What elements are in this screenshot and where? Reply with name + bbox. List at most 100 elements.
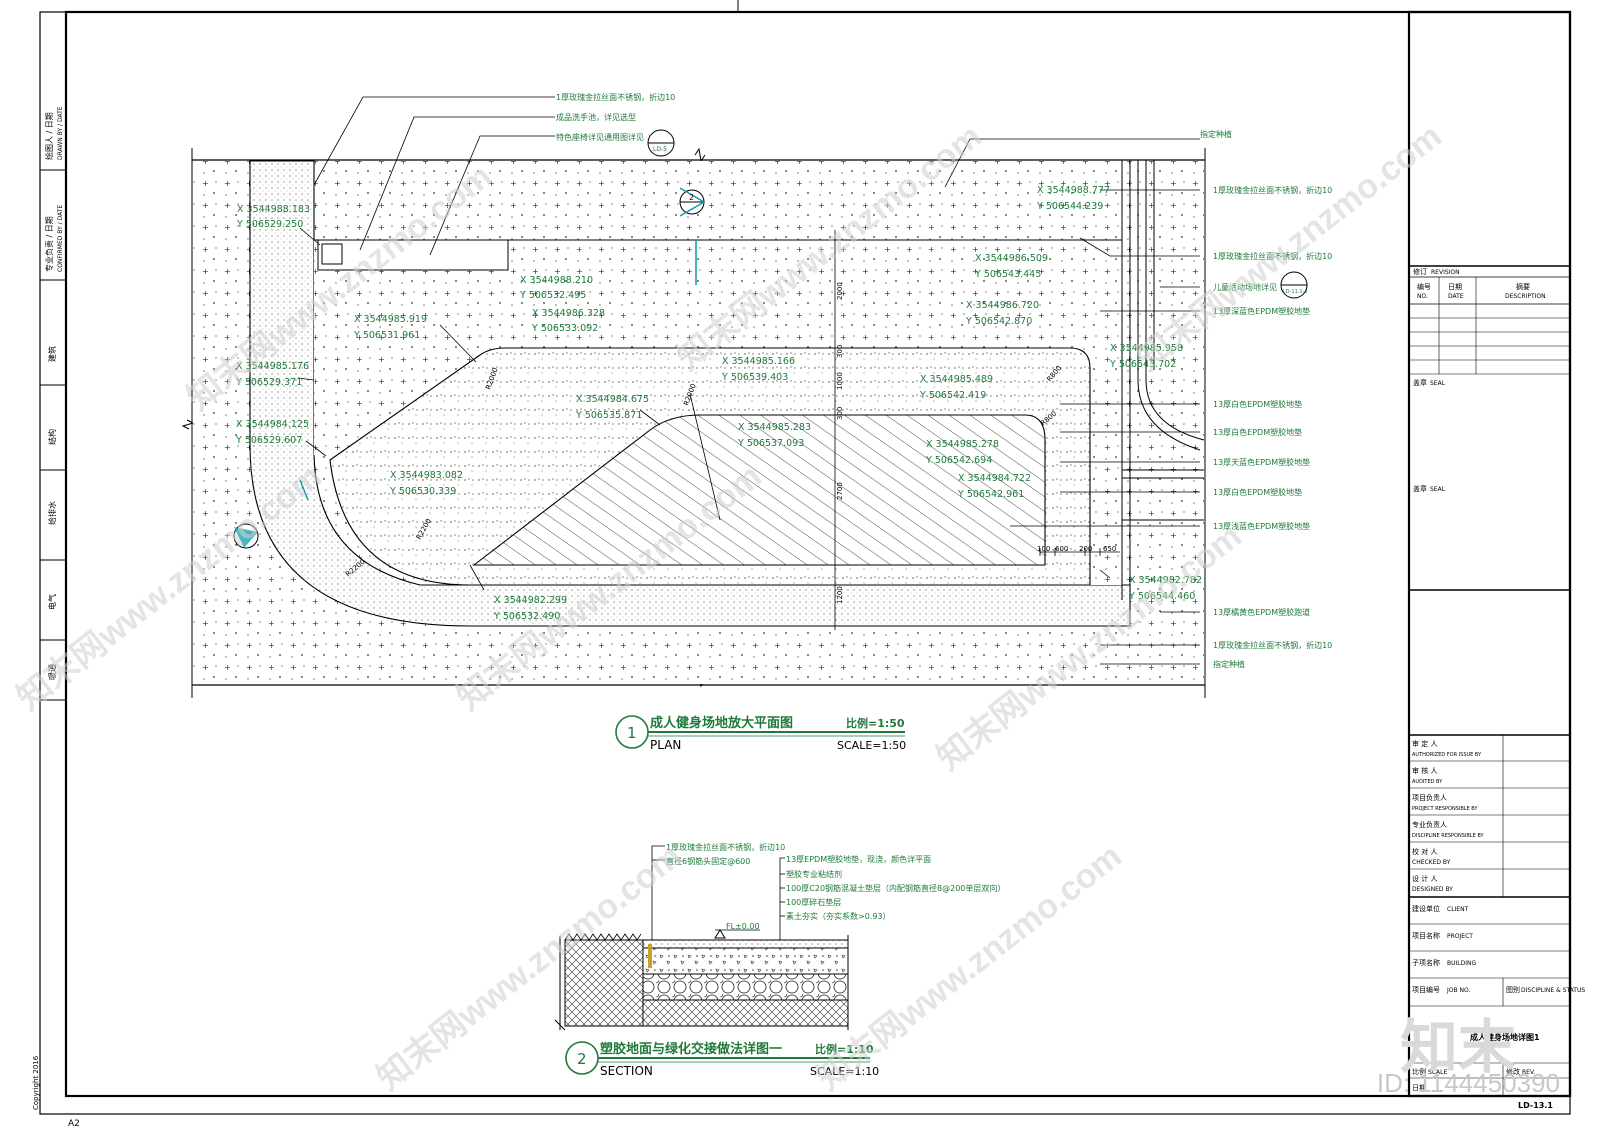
dim-b-4: 650 [1103,545,1116,553]
copyright: Copyright 2016 [32,1055,40,1110]
strip-drawn-by: 绘图人 / 日期 [44,112,54,160]
wash-basin [321,243,343,265]
coord-x-18: X 3544982.299 [494,595,567,606]
job-en: JOB NO. [1446,987,1470,994]
coord-y-2: Y 506532.495 [519,290,586,301]
section-scale-cn: 比例=1:10 [815,1042,874,1056]
coord-y-18: Y 506532.490 [493,611,560,622]
callout-right-6: 13厚白色EPDM塑胶地垫 [1213,427,1302,437]
plan-title-cn: 成人健身场地放大平面图 [650,715,793,731]
strip-plumbing: 给排水 [47,501,57,525]
strip-architecture: 建筑 [47,346,57,362]
coord-x-11: X 3544988.777 [1037,185,1110,196]
rev-cn: 修改 [1506,1067,1520,1076]
callout-right-3: 儿童活动场地详见 [1213,282,1277,292]
sheet-no: LD-13.1 [1518,1101,1553,1110]
title-block [1407,10,1572,1098]
role-6-en: DESIGNED BY [1412,886,1453,893]
coord-y-7: Y 506530.339 [389,486,456,497]
revision-cn: 修订 [1413,267,1427,276]
coord-x-14: X 3544985.958 [1110,343,1183,354]
coord-x-12: X 3544986.509 [975,253,1048,264]
coord-x-1: X 3544988.183 [237,204,310,215]
section-callout-r5: 素土夯实（夯实系数>0.93） [786,911,891,921]
role-4-en: DISCIPLINE RESPONSIBLE BY [1412,833,1484,839]
rev-col-no-en: NO. [1417,293,1428,300]
coord-y-4: Y 506531.961 [353,330,420,341]
role-1-cn: 审 定 人 [1412,739,1437,748]
epdm-blue [472,414,1046,566]
coord-y-10: Y 506537.093 [737,438,804,449]
section-callout-r2: 塑胶专业粘结剂 [786,869,842,879]
section-marker-text: 2 [689,193,694,202]
dim-b-3: 200 [1079,545,1092,553]
dim-b-1: 100 [1037,545,1050,553]
coord-y-6: Y 506529.607 [235,435,302,446]
plan-drawing [181,96,1308,698]
coord-x-6: X 3544984.125 [236,419,309,430]
seal2-cn: 盖章 [1413,484,1427,493]
coord-y-3: Y 506533.092 [531,323,598,334]
callout-top-3: 特色座椅详见通用图详见 [556,132,644,142]
disc-cn: 图别 [1506,985,1520,994]
dim-v-6: 1200 [836,586,844,604]
plan-scale-cn: 比例=1:50 [846,716,905,730]
section-marker [679,187,706,285]
strip-structure: 结构 [47,429,57,445]
section-callout-r3: 100厚C20钢筋混凝土垫层（内配钢筋直径8@200单层双向） [786,883,1005,893]
coord-y-19: Y 506544.460 [1128,591,1195,602]
coord-x-2: X 3544988.210 [520,275,593,286]
dim-v-1: 2000 [836,282,844,300]
seal1-en: SEAL [1430,380,1446,387]
coord-x-16: X 3544985.278 [926,439,999,450]
client-cn: 建设单位 [1412,904,1440,913]
walkway [249,160,1131,627]
coord-y-9: Y 506539.403 [721,372,788,383]
dim-v-3: 1000 [836,372,844,390]
section-drawing [554,845,849,1031]
coord-y-11: Y 506544.239 [1036,201,1103,212]
section-callout-l1: 1厚玫瑰金拉丝面不锈钢，折边10 [666,842,785,852]
scale-en: SCALE [1428,1069,1447,1076]
disc-en: DISCIPLINE & STATUS [1521,987,1585,994]
strip-confirmed-by-en: CONFIRMED BY / DATE [57,205,64,272]
coord-y-12: Y 506543.445 [974,269,1041,280]
strip-hvac: 暖通 [47,664,57,680]
coord-x-13: X 3544986.720 [966,300,1039,311]
dim-v-5: 2700 [836,482,844,500]
dim-v-4: 300 [836,407,844,420]
callout-right-8: 13厚白色EPDM塑胶地垫 [1213,487,1302,497]
rev-col-desc-cn: 摘要 [1516,282,1530,291]
coord-x-10: X 3544985.283 [738,422,811,433]
coord-y-15: Y 506542.419 [919,390,986,401]
coord-y-14: Y 506543.702 [1109,359,1176,370]
section-callout-l2: 直径6钢筋头固定@600 [666,856,750,866]
section-scale-en: SCALE=1:10 [810,1065,879,1078]
strip-electrical: 电气 [47,594,57,610]
dim-v-2: 300 [836,345,844,358]
coord-x-9: X 3544985.166 [722,356,795,367]
callout-right-10: 13厚橘黄色EPDM塑胶跑道 [1213,607,1310,617]
role-4-cn: 专业负责人 [1412,820,1447,829]
sheet-size: A2 [68,1119,80,1129]
role-6-cn: 设 计 人 [1412,874,1437,883]
drawing-title: 成人健身场地详图1 [1470,1032,1540,1042]
coord-x-4: X 3544985.919 [354,314,427,325]
callout-right-2: 1厚玫瑰金拉丝面不锈钢，折边10 [1213,251,1332,261]
section-callout-r1: 13厚EPDM塑胶地垫，现浇，颜色详平面 [786,854,931,864]
rev-col-no-cn: 编号 [1417,282,1431,291]
role-3-cn: 项目负责人 [1412,793,1447,802]
rev-col-date-en: DATE [1448,293,1464,300]
role-5-cn: 校 对 人 [1412,847,1437,856]
building-en: BUILDING [1447,960,1476,967]
coord-y-13: Y 506542.870 [965,316,1032,327]
plan-number: 1 [627,724,637,742]
callout-top-planting: 指定种植 [1200,129,1232,139]
date-cn: 日期 [1412,1084,1426,1092]
detail-bubble-text: LD-5 [653,146,667,153]
callout-right-9: 13厚浅蓝色EPDM塑胶地垫 [1213,521,1310,531]
project-cn: 项目名称 [1412,931,1440,940]
role-5-en: CHECKED BY [1412,859,1451,866]
project-en: PROJECT [1447,933,1473,940]
